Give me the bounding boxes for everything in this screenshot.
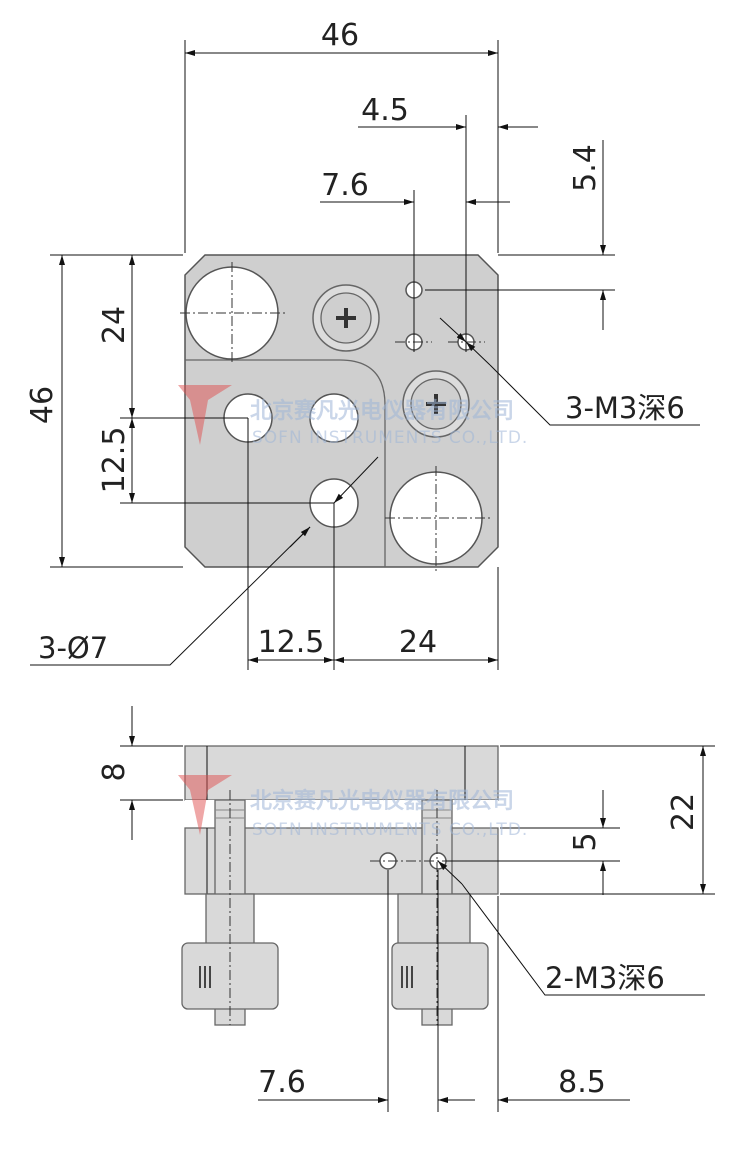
dim-7-6: 7.6	[321, 168, 369, 203]
dim-5-4: 5.4	[568, 144, 603, 192]
dim-8-5: 8.5	[558, 1065, 606, 1100]
leader-lines	[30, 317, 700, 666]
side-dimension-lines	[129, 706, 706, 1103]
upper-plate	[184, 745, 499, 801]
dimension-lines	[59, 50, 606, 663]
dim-width-46: 46	[321, 18, 359, 53]
dim-12-5-vertical: 12.5	[97, 427, 132, 494]
side-view: 8 22 5 7.6 8.5 2-M3深6 北京赛凡光电仪器有限公司 SOFN …	[97, 706, 715, 1112]
hole-d7-2	[309, 393, 359, 443]
logo-mark-side	[178, 775, 232, 835]
dim-24-vertical: 24	[97, 306, 132, 344]
knob-right	[391, 942, 489, 1010]
l-slot	[185, 359, 386, 567]
callout-3-d7: 3-Ø7	[38, 631, 108, 665]
svg-text:北京赛凡光电仪器有限公司: 北京赛凡光电仪器有限公司	[250, 788, 514, 814]
extension-lines	[50, 40, 615, 670]
dim-5: 5	[568, 832, 603, 851]
dim-12-5-horizontal: 12.5	[258, 625, 325, 660]
logo-mark	[178, 385, 232, 445]
svg-text:北京赛凡光电仪器有限公司: 北京赛凡光电仪器有限公司	[250, 398, 514, 424]
top-view: 46 4.5 5.4 7.6 46 24 12.5 12.5 24 3-M3深6…	[25, 18, 700, 670]
knob-grip-marks	[199, 966, 413, 988]
svg-text:SOFN INSTRUMENTS CO.,LTD.: SOFN INSTRUMENTS CO.,LTD.	[252, 820, 528, 840]
svg-text:SOFN INSTRUMENTS CO.,LTD.: SOFN INSTRUMENTS CO.,LTD.	[252, 428, 528, 448]
callout-3-m3: 3-M3深6	[565, 391, 685, 425]
dim-8: 8	[97, 762, 132, 781]
dim-24-horizontal: 24	[399, 625, 437, 660]
dim-side-7-6: 7.6	[258, 1065, 306, 1100]
screw-head-1	[312, 284, 380, 352]
watermark-side: 北京赛凡光电仪器有限公司 SOFN INSTRUMENTS CO.,LTD.	[178, 775, 528, 840]
collar-right	[397, 893, 471, 945]
screw-head-2	[402, 370, 470, 438]
dim-22: 22	[666, 793, 701, 831]
callout-2-m3: 2-M3深6	[545, 961, 665, 995]
watermark-top: 北京赛凡光电仪器有限公司 SOFN INSTRUMENTS CO.,LTD.	[178, 385, 528, 448]
dim-height-46: 46	[25, 386, 60, 424]
side-leader	[437, 860, 705, 996]
side-center-lines	[229, 790, 455, 1025]
dim-4-5: 4.5	[361, 93, 409, 128]
